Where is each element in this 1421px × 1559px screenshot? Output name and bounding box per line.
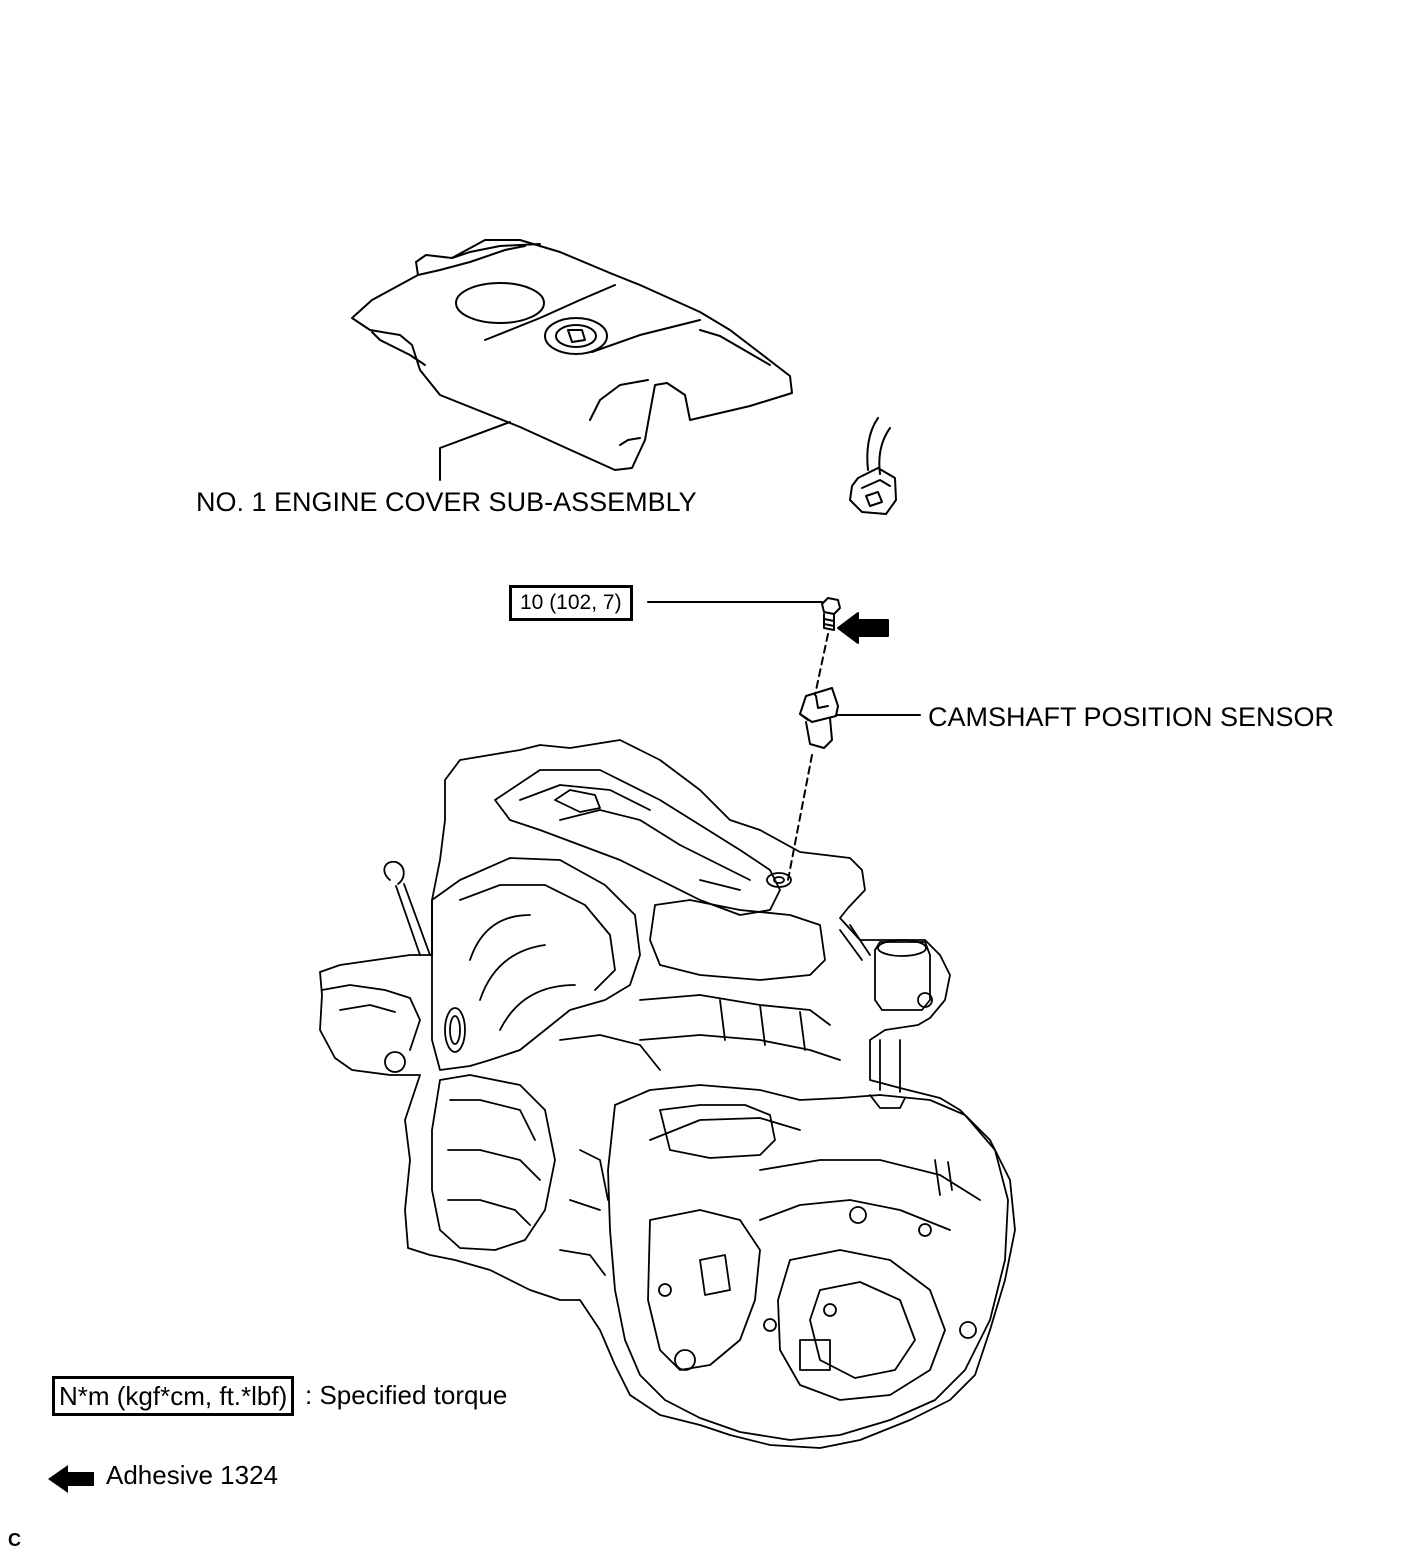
corner-mark: C bbox=[8, 1530, 21, 1550]
engine-cover-leader bbox=[439, 421, 511, 481]
camshaft-sensor-label: CAMSHAFT POSITION SENSOR bbox=[928, 702, 1335, 732]
adhesive-legend-text: Adhesive 1324 bbox=[106, 1460, 279, 1490]
adhesive-legend-arrow-icon bbox=[48, 1465, 94, 1493]
bolt-drawing bbox=[821, 597, 841, 631]
bolt-torque-box: 10 (102, 7) bbox=[509, 585, 633, 621]
engine-cover-drawing bbox=[351, 239, 793, 471]
installation-dashed-line bbox=[787, 633, 829, 881]
sensor-connector-drawing bbox=[849, 417, 897, 515]
engine-assembly-drawing bbox=[319, 739, 1016, 1449]
camshaft-sensor-drawing bbox=[799, 687, 839, 749]
engine-cover-label: NO. 1 ENGINE COVER SUB-ASSEMBLY bbox=[196, 487, 697, 517]
torque-legend-text: : Specified torque bbox=[305, 1380, 508, 1410]
torque-legend-box: N*m (kgf*cm, ft.*lbf) bbox=[52, 1376, 295, 1416]
adhesive-arrow-icon bbox=[837, 612, 889, 644]
